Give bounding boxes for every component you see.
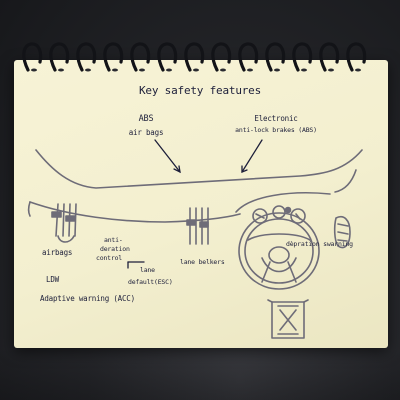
label-anti: anti- xyxy=(104,236,123,244)
label-air-bags-top: air bags xyxy=(128,128,164,137)
label-deration: deration xyxy=(100,245,130,253)
bottom-shadow xyxy=(0,348,400,400)
label-lane: lane xyxy=(140,266,155,274)
label-abs: ABS xyxy=(138,114,154,124)
arrow-anti-lock xyxy=(241,139,263,173)
label-airbags: airbags xyxy=(42,248,73,257)
label-anti-lock-brakes: anti-lock brakes (ABS) xyxy=(235,126,317,134)
label-adaptive-warning: Adaptive warning (ACC) xyxy=(40,294,135,303)
windshield-line xyxy=(35,149,363,189)
steering-wheel xyxy=(238,212,320,290)
label-ldw: LDW xyxy=(46,275,59,284)
label-deparation-warning: dèpration swarning xyxy=(286,240,353,248)
page-title: Key safety features xyxy=(138,84,262,97)
arrow-abs xyxy=(154,139,181,173)
label-control: control xyxy=(96,254,122,262)
spiral-binding xyxy=(22,42,367,72)
label-lane-belkers: lane belkers xyxy=(180,258,225,266)
label-electronic: Electronic xyxy=(254,114,298,123)
label-lane-default: default(ESC) xyxy=(128,278,173,286)
